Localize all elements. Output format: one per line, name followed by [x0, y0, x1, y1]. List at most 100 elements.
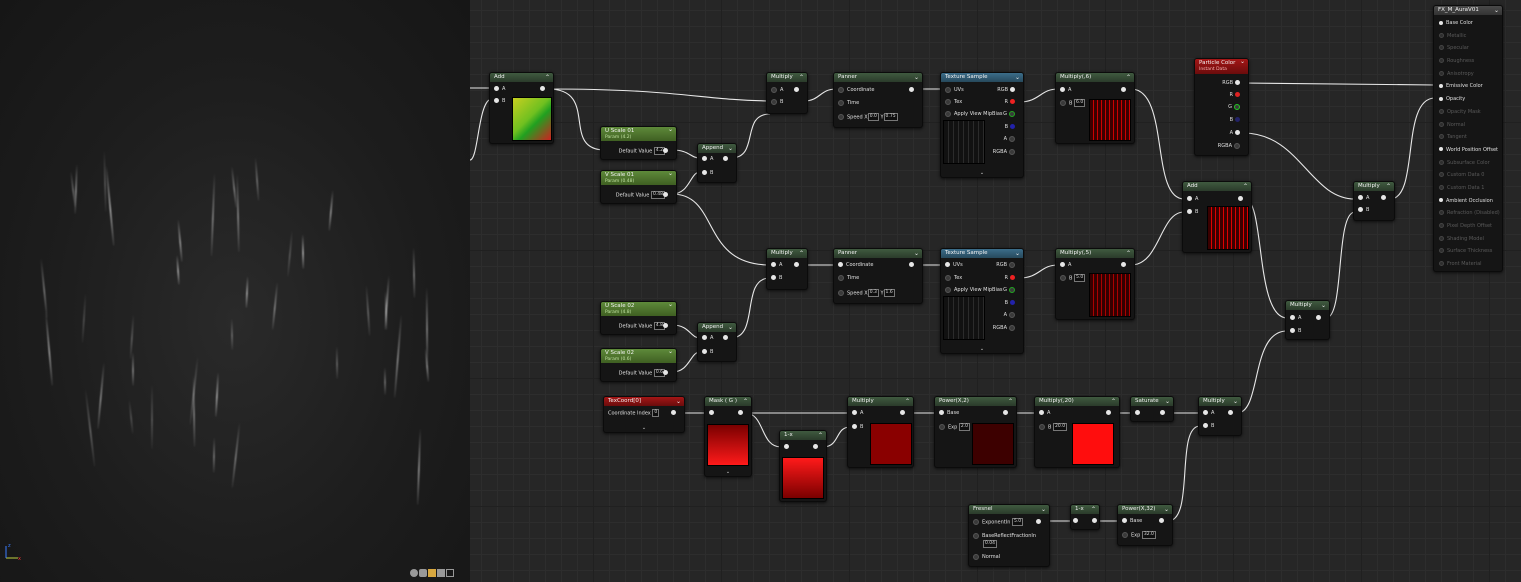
input-pin[interactable] — [1439, 83, 1443, 88]
output-pin[interactable] — [1003, 410, 1008, 415]
output-pin-rgb[interactable] — [1235, 80, 1240, 85]
collapse-icon[interactable]: ⌃ — [798, 250, 804, 257]
input-pin[interactable] — [1439, 96, 1443, 101]
output-pin[interactable] — [794, 87, 799, 92]
multiply-node[interactable]: Multiply⌃ A B — [1353, 181, 1395, 221]
material-input[interactable]: Opacity — [1434, 93, 1502, 106]
output-pin[interactable] — [540, 86, 545, 91]
material-input[interactable]: Custom Data 0 — [1434, 169, 1502, 182]
one-minus-node[interactable]: 1-x⌃ — [1070, 504, 1100, 530]
input-pin-a[interactable] — [702, 335, 707, 340]
multiply-node[interactable]: Multiply⌃ A B — [847, 396, 914, 468]
input-pin[interactable] — [1439, 172, 1444, 178]
input-pin[interactable] — [945, 110, 951, 117]
collapse-icon[interactable]: ⌄ — [727, 324, 733, 331]
material-input[interactable]: Front Material — [1434, 258, 1502, 271]
output-pin-b[interactable] — [1010, 124, 1015, 129]
input-pin[interactable] — [838, 274, 844, 281]
input-pin[interactable] — [838, 86, 844, 93]
input-pin-a[interactable] — [771, 262, 776, 267]
output-pin[interactable] — [909, 262, 914, 267]
output-pin[interactable] — [1228, 410, 1233, 415]
constant-field[interactable]: 20.0 — [1053, 423, 1068, 431]
input-pin[interactable] — [838, 262, 843, 267]
collapse-icon[interactable]: ⌄ — [1014, 250, 1020, 257]
add-node[interactable]: Add⌃ A B — [1182, 181, 1252, 253]
output-pin[interactable] — [1121, 262, 1126, 267]
input-pin[interactable] — [709, 410, 714, 415]
input-pin[interactable] — [1135, 410, 1140, 415]
input-pin[interactable] — [1439, 261, 1444, 267]
collapse-icon[interactable]: ⌄ — [1014, 74, 1020, 81]
collapse-icon[interactable]: ⌃ — [817, 432, 823, 439]
output-pin[interactable] — [663, 323, 668, 328]
collapse-icon[interactable]: ⌄ — [667, 171, 673, 177]
output-pin[interactable] — [909, 87, 914, 92]
output-pin-rgba[interactable] — [1234, 142, 1240, 149]
exponent-field[interactable]: 5.0 — [1011, 518, 1024, 526]
collapse-icon[interactable]: ⌃ — [798, 74, 804, 81]
collapse-icon[interactable]: ⌃ — [1110, 398, 1116, 405]
input-pin[interactable] — [1439, 32, 1444, 38]
collapse-icon[interactable]: ⌄ — [913, 74, 919, 81]
input-pin[interactable] — [1439, 235, 1444, 241]
collapse-icon[interactable]: ⌃ — [742, 398, 748, 405]
input-pin[interactable] — [973, 519, 979, 525]
input-pin[interactable] — [1439, 248, 1444, 254]
input-pin[interactable] — [945, 98, 951, 105]
collapse-icon[interactable]: ⌄ — [1320, 302, 1326, 309]
collapse-icon[interactable]: ⌄ — [667, 349, 673, 355]
material-input[interactable]: World Position Offset — [1434, 144, 1502, 157]
multiply-constant-node[interactable]: Multiply(,20)⌃ A B 20.0 — [1034, 396, 1120, 468]
input-pin[interactable] — [945, 86, 951, 93]
output-pin-b[interactable] — [1235, 117, 1240, 122]
multiply-constant-node[interactable]: Multiply(,5)⌃ A B 5.0 — [1055, 248, 1135, 320]
input-pin-b[interactable] — [771, 275, 776, 280]
append-node[interactable]: Append⌄ A B — [697, 143, 737, 183]
input-pin-b[interactable] — [771, 98, 777, 105]
power-node[interactable]: Power(X,2)⌃ Base Exp 2.0 — [934, 396, 1017, 468]
cylinder-preview-icon[interactable] — [419, 569, 427, 577]
saturate-node[interactable]: Saturate⌄ — [1130, 396, 1174, 422]
input-pin-b[interactable] — [1039, 424, 1045, 430]
collapse-icon[interactable]: ⌃ — [1007, 398, 1013, 405]
cube-preview-icon[interactable] — [437, 569, 445, 577]
output-pin-r[interactable] — [1010, 275, 1015, 280]
speed-y-field[interactable]: 0.75 — [883, 113, 898, 121]
output-pin[interactable] — [900, 410, 905, 415]
output-pin[interactable] — [723, 335, 728, 340]
output-pin[interactable] — [1036, 519, 1041, 524]
output-pin-g[interactable] — [1009, 110, 1015, 117]
output-pin[interactable] — [1238, 196, 1243, 201]
input-pin-b[interactable] — [702, 170, 707, 175]
input-pin[interactable] — [945, 274, 951, 281]
input-pin[interactable] — [1439, 223, 1444, 228]
material-input[interactable]: Base Color — [1434, 17, 1502, 30]
material-input[interactable]: Emissive Color — [1434, 80, 1502, 93]
output-pin[interactable] — [1106, 410, 1111, 415]
collapse-icon[interactable]: ⌃ — [1090, 506, 1096, 513]
collapse-icon[interactable]: ⌄ — [727, 145, 733, 152]
material-input[interactable]: Tangent — [1434, 131, 1502, 144]
expand-icon[interactable]: ⌄ — [979, 346, 985, 352]
input-pin[interactable] — [838, 114, 844, 120]
input-pin-a[interactable] — [702, 156, 707, 161]
input-pin[interactable] — [945, 286, 951, 293]
input-pin-a[interactable] — [1060, 262, 1065, 267]
input-pin[interactable] — [1073, 518, 1078, 523]
output-pin-rgba[interactable] — [1009, 324, 1015, 331]
collapse-icon[interactable]: ⌄ — [913, 250, 919, 257]
material-input[interactable]: Opacity Mask — [1434, 106, 1502, 119]
material-input[interactable]: Metallic — [1434, 30, 1502, 43]
input-pin-exp[interactable] — [939, 424, 945, 430]
input-pin-b[interactable] — [1203, 423, 1208, 428]
material-input[interactable]: Specular — [1434, 42, 1502, 55]
input-pin-b[interactable] — [852, 424, 857, 429]
fresnel-node[interactable]: Fresnel⌄ ExponentIn 5.0 BaseReflectFract… — [968, 504, 1050, 567]
output-pin[interactable] — [1121, 87, 1126, 92]
output-pin[interactable] — [794, 262, 799, 267]
multiply-node[interactable]: Multiply⌄ A B — [1285, 300, 1330, 340]
